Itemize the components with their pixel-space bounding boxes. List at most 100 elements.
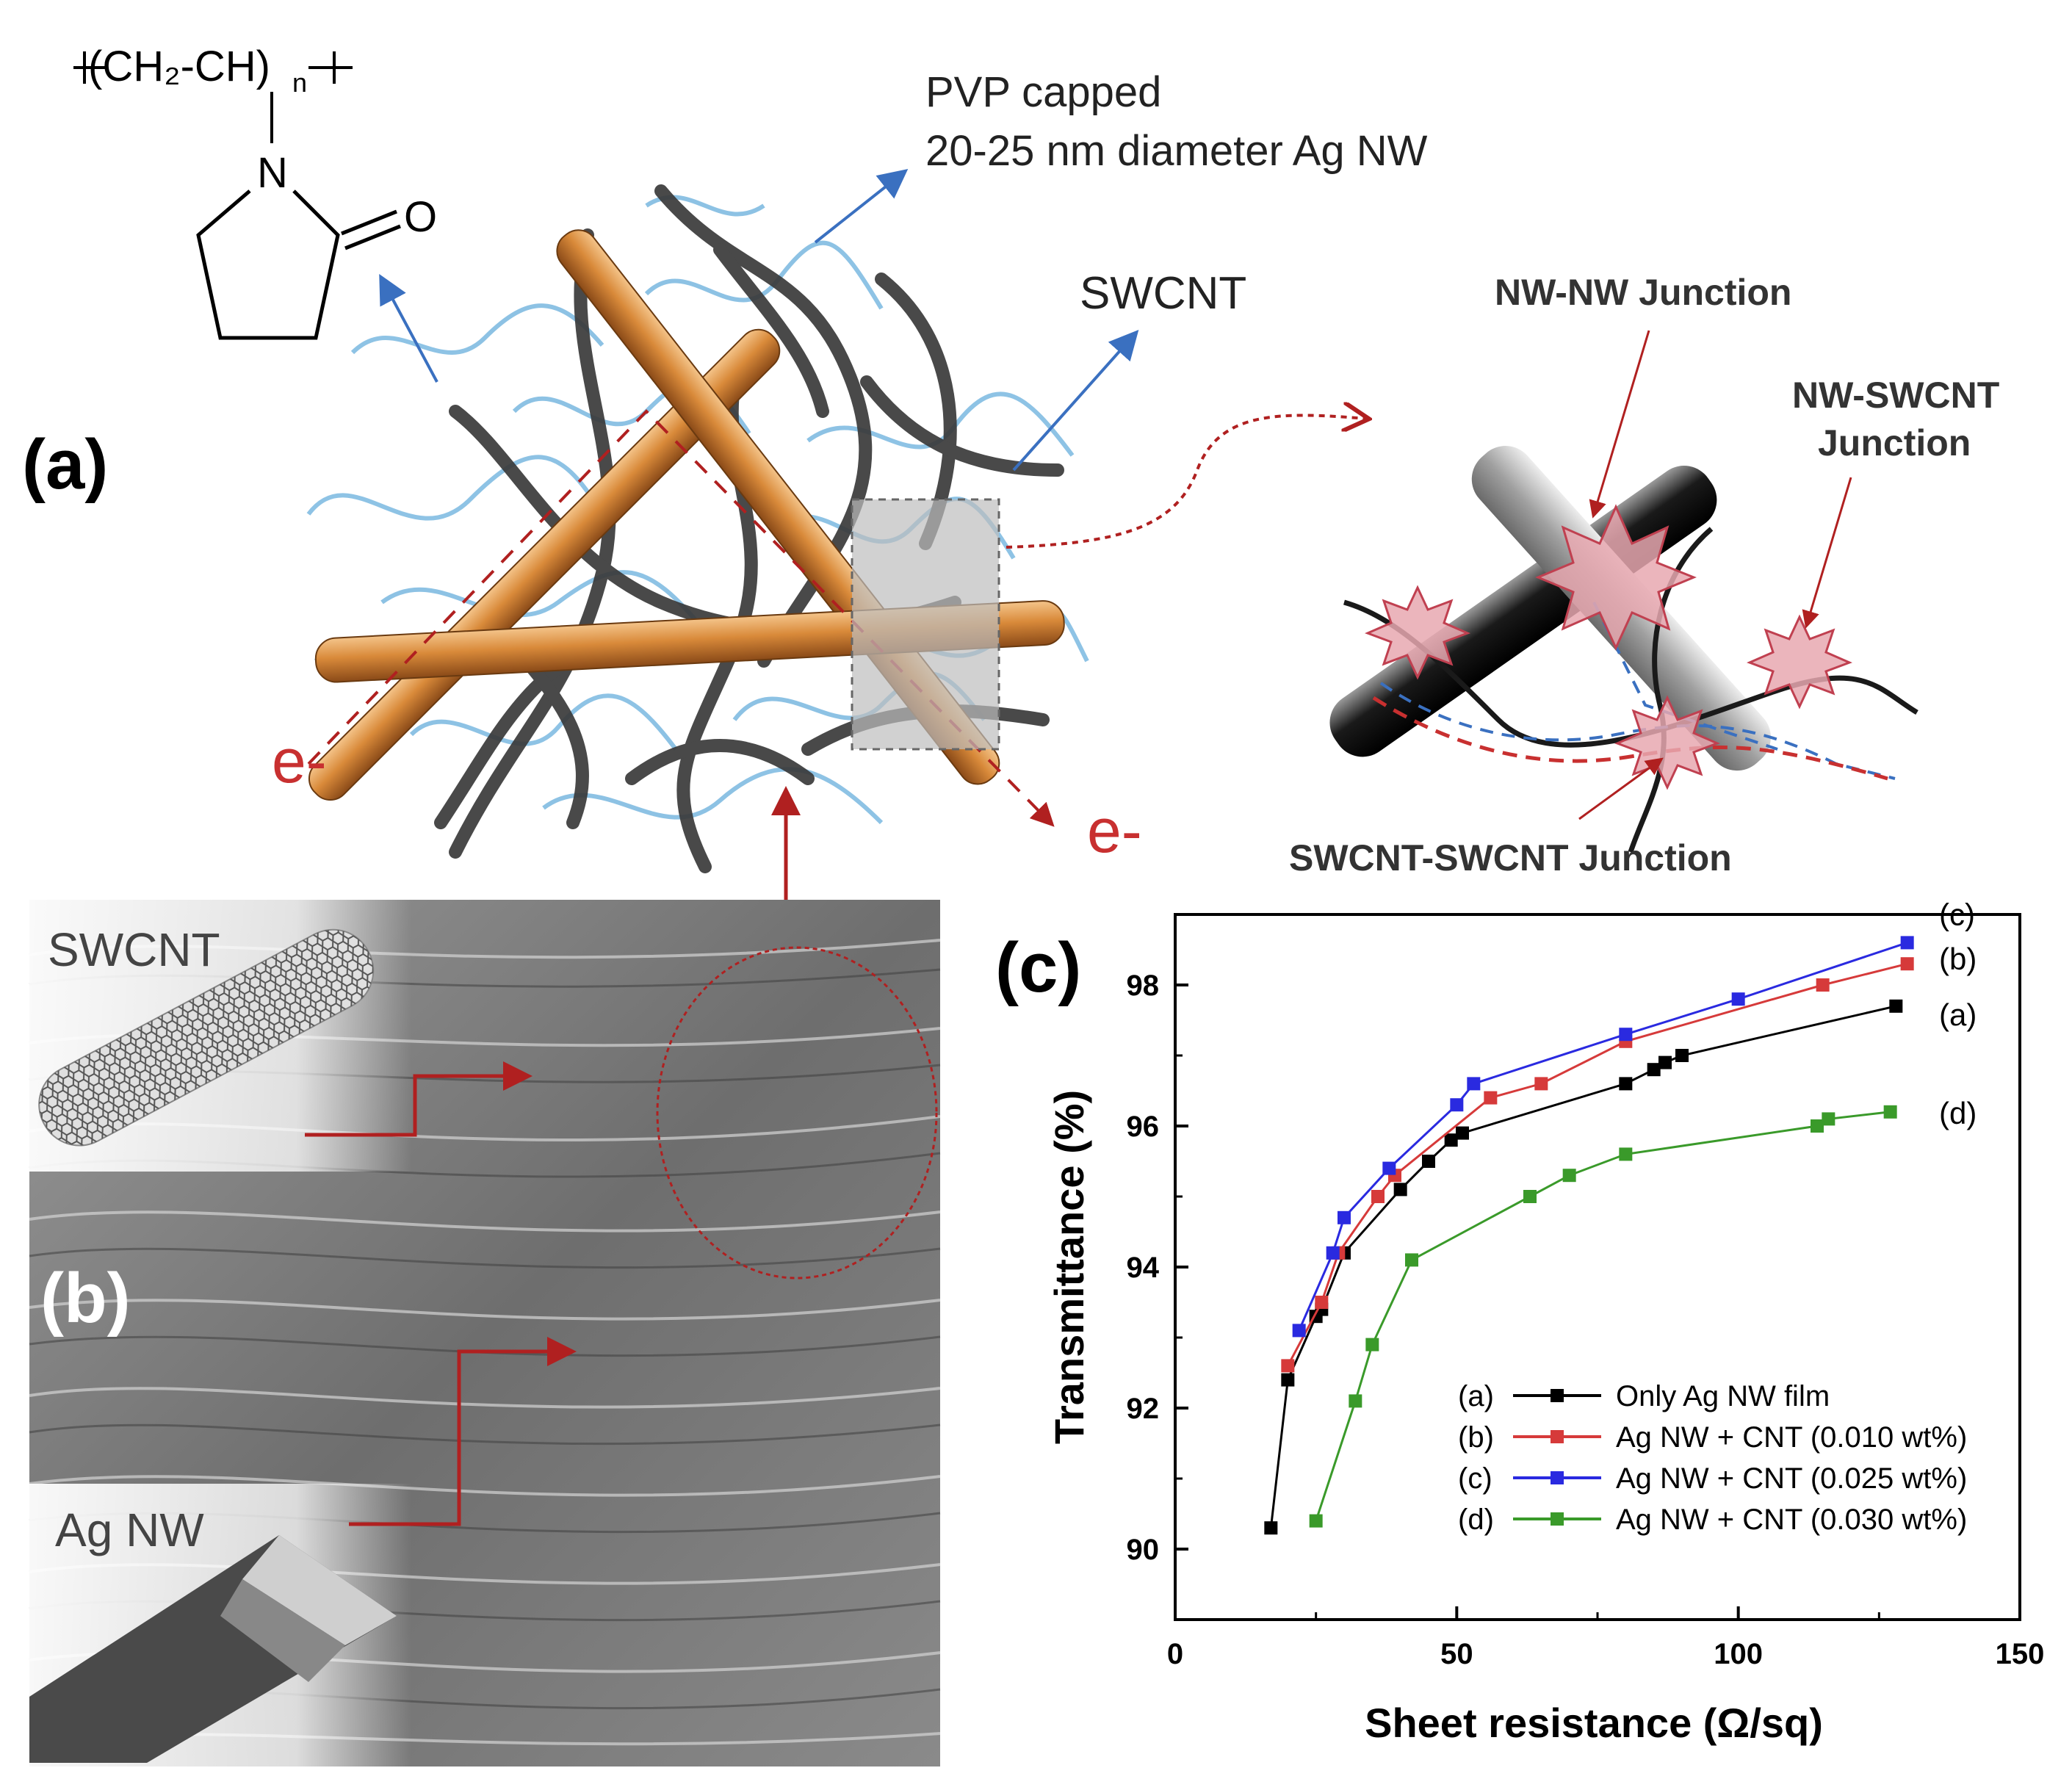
junction-star-nw-nw: [1535, 504, 1697, 651]
panel-c-label: (c): [995, 928, 1081, 1007]
data-point: [1619, 1147, 1633, 1161]
electron-right-label: e-: [1087, 796, 1142, 865]
series-end-tag: (b): [1939, 942, 1977, 976]
legend-tag: (c): [1458, 1462, 1492, 1495]
plot-legend: (a)Only Ag NW film(b)Ag NW + CNT (0.010 …: [1458, 1380, 1967, 1536]
data-point: [1883, 1105, 1897, 1119]
data-point: [1422, 1155, 1435, 1168]
y-tick-label: 90: [1127, 1534, 1160, 1566]
pvp-structure: (CH₂-CH) n N O: [73, 43, 437, 340]
data-point: [1264, 1521, 1278, 1535]
pvp-nitrogen: N: [257, 149, 288, 197]
data-point: [1309, 1514, 1323, 1528]
data-point: [1811, 1119, 1824, 1133]
nw-nw-junction-label: NW-NW Junction: [1495, 272, 1791, 313]
legend-tag: (d): [1458, 1504, 1494, 1536]
series-end-tag: (c): [1939, 897, 1975, 931]
legend-tag: (a): [1458, 1380, 1494, 1412]
data-point: [1281, 1359, 1295, 1373]
x-tick-label: 150: [1996, 1638, 2045, 1670]
data-point: [1405, 1253, 1418, 1267]
data-point: [1484, 1091, 1498, 1105]
data-point: [1456, 1126, 1469, 1140]
nw-swcnt-junction-label-1: NW-SWCNT: [1792, 375, 1999, 416]
data-point: [1371, 1190, 1385, 1203]
data-point: [1365, 1338, 1379, 1351]
series-line-d: [1315, 1111, 1891, 1522]
data-point: [1619, 1077, 1633, 1091]
legend-entry: Ag NW + CNT (0.025 wt%): [1616, 1462, 1967, 1495]
ag-nw-inset-label: Ag NW: [55, 1504, 204, 1556]
data-point: [1281, 1373, 1295, 1387]
series-end-tag: (d): [1939, 1096, 1977, 1130]
ag-nw-pointer-arrow: [814, 169, 909, 244]
data-point: [1338, 1210, 1351, 1224]
panel-a-label: (a): [22, 425, 108, 504]
y-tick-label: 92: [1127, 1393, 1160, 1425]
nanowire-network: e- e-: [272, 184, 1142, 873]
swcnt-inset-label: SWCNT: [48, 923, 220, 976]
pvp-chain-text: (CH₂-CH): [88, 43, 270, 90]
legend-marker: [1551, 1389, 1564, 1402]
ag-nw-inset-arrow: [349, 1337, 577, 1526]
series-line-b: [1287, 962, 1908, 1367]
data-point: [1816, 978, 1830, 992]
x-tick-label: 50: [1440, 1638, 1473, 1670]
data-point: [1523, 1190, 1537, 1203]
panel-b: SWCNT Ag NW (b): [29, 900, 941, 1766]
data-point: [1675, 1049, 1689, 1062]
legend-tag: (b): [1458, 1421, 1494, 1454]
data-point: [1658, 1055, 1672, 1069]
x-tick-label: 100: [1714, 1638, 1763, 1670]
panel-b-label: (b): [40, 1259, 131, 1338]
data-point: [1467, 1077, 1481, 1091]
swcnt-label: SWCNT: [1080, 268, 1246, 319]
junction-star-left: [1365, 585, 1470, 680]
zoom-callout-curve: [1006, 415, 1366, 549]
data-point: [1900, 936, 1914, 950]
pvp-subscript-n: n: [292, 68, 307, 98]
data-point: [1444, 1133, 1458, 1147]
data-point: [1326, 1246, 1340, 1260]
data-point: [1900, 957, 1914, 971]
data-point: [1889, 999, 1903, 1013]
legend-marker: [1551, 1512, 1564, 1526]
legend-entry: Ag NW + CNT (0.030 wt%): [1616, 1504, 1967, 1536]
nw-swcnt-junction-label-2: Junction: [1818, 422, 1971, 463]
legend-marker: [1551, 1430, 1564, 1443]
x-tick-label: 0: [1167, 1638, 1183, 1670]
data-point: [1292, 1324, 1306, 1338]
pvp-oxygen: O: [404, 193, 437, 241]
data-point: [1731, 992, 1745, 1006]
sem-zoom-circle: [656, 946, 938, 1280]
data-point: [1315, 1296, 1329, 1309]
junction-zoom: NW-NW Junction NW-SWCNT Junction SWCNT-S…: [1289, 272, 1999, 878]
legend-entry: Only Ag NW film: [1616, 1380, 1830, 1412]
data-point: [1393, 1183, 1407, 1197]
y-tick-label: 94: [1127, 1252, 1160, 1284]
junction-selection-box: [851, 498, 1000, 751]
junction-star-nw-swcnt: [1747, 614, 1852, 710]
data-point: [1450, 1098, 1464, 1112]
ag-nw-diameter-label: 20-25 nm diameter Ag NW: [925, 127, 1428, 175]
plot-series: [1264, 936, 1914, 1535]
data-point: [1647, 1063, 1661, 1077]
data-point: [1349, 1394, 1362, 1408]
data-point: [1382, 1161, 1396, 1175]
series-end-tags: (a) (b) (c) (d): [1939, 897, 1977, 1130]
swcnt-inset: SWCNT: [29, 900, 411, 1172]
x-axis-label: Sheet resistance (Ω/sq): [1365, 1700, 1823, 1746]
data-point: [1619, 1028, 1633, 1042]
data-point: [1562, 1169, 1576, 1183]
data-point: [1822, 1112, 1835, 1126]
pvp-pointer-arrow: [379, 273, 438, 383]
legend-marker: [1551, 1471, 1564, 1484]
series-end-tag: (a): [1939, 997, 1977, 1032]
y-axis-label: Transmittance (%): [1046, 1090, 1092, 1444]
y-tick-label: 98: [1127, 970, 1160, 1002]
panel-a: (a) (CH₂-CH) n N O: [22, 43, 1999, 981]
swcnt-pointer-arrow: [1012, 330, 1139, 472]
